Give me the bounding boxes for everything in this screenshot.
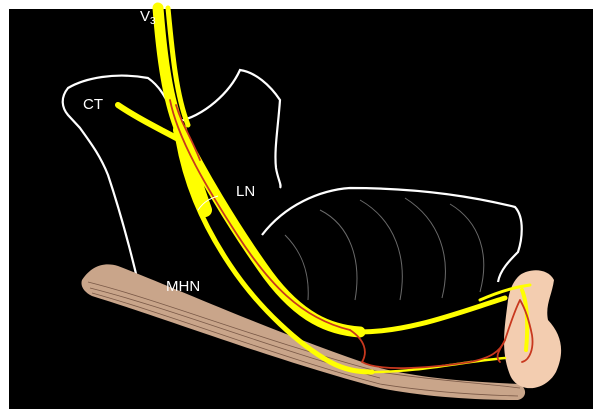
- label-ct: CT: [83, 96, 103, 113]
- label-v3-main: V: [140, 8, 150, 25]
- label-ln: LN: [236, 183, 255, 200]
- label-mhn: MHN: [166, 278, 200, 295]
- label-v3-sub: 3: [150, 16, 156, 27]
- label-v3: V3: [140, 8, 156, 27]
